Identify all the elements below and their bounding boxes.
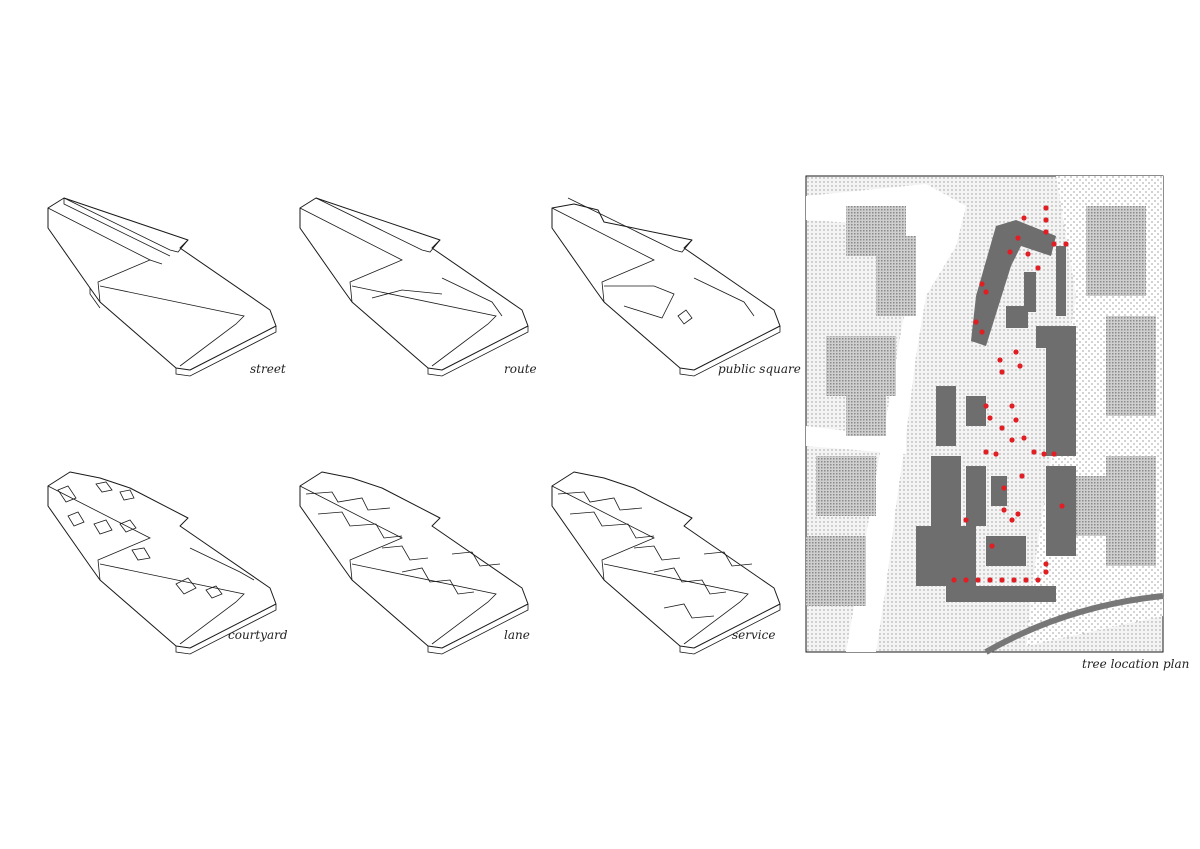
street-axonometric — [47, 197, 277, 377]
tree — [979, 329, 985, 335]
tree — [1043, 569, 1049, 575]
tree — [1041, 451, 1047, 457]
surrounding-buildings-west — [806, 206, 916, 606]
public-square-axonometric — [551, 197, 781, 377]
tree — [963, 577, 969, 583]
tree — [1001, 507, 1007, 513]
tree — [1025, 251, 1031, 257]
label-route: route — [504, 362, 537, 376]
tree-location-plan — [805, 175, 1164, 655]
tree — [1017, 363, 1023, 369]
lane-axonometric — [299, 471, 529, 655]
tree — [983, 403, 989, 409]
tree — [973, 319, 979, 325]
courtyard-axonometric — [47, 471, 277, 655]
tree — [975, 577, 981, 583]
tree — [983, 289, 989, 295]
tree — [1043, 205, 1049, 211]
tree — [987, 577, 993, 583]
tree — [1043, 217, 1049, 223]
tree — [979, 281, 985, 287]
tree — [1001, 485, 1007, 491]
tree — [1023, 577, 1029, 583]
tree — [1021, 435, 1027, 441]
tree — [987, 415, 993, 421]
tree — [1035, 265, 1041, 271]
tree — [999, 577, 1005, 583]
side-road — [806, 426, 906, 454]
tree — [1019, 473, 1025, 479]
tree — [1031, 449, 1037, 455]
tree-markers — [951, 205, 1069, 583]
tree — [1009, 437, 1015, 443]
tree — [993, 451, 999, 457]
tree — [1009, 517, 1015, 523]
tree — [1015, 511, 1021, 517]
route-axonometric — [299, 197, 529, 377]
tree — [1015, 235, 1021, 241]
tree — [1009, 403, 1015, 409]
tree — [1043, 229, 1049, 235]
tree — [1021, 215, 1027, 221]
label-street: street — [250, 362, 286, 376]
tree — [1051, 451, 1057, 457]
label-service: service — [732, 628, 776, 642]
tree — [1013, 417, 1019, 423]
tree — [1011, 577, 1017, 583]
tree — [951, 577, 957, 583]
tree — [999, 369, 1005, 375]
label-courtyard: courtyard — [228, 628, 288, 642]
tree — [1063, 241, 1069, 247]
railway-curve — [984, 593, 1164, 655]
label-public-square: public square — [718, 362, 801, 376]
service-axonometric — [551, 471, 781, 655]
tree — [983, 449, 989, 455]
main-road — [806, 184, 966, 652]
site-buildings — [916, 220, 1076, 602]
tree — [997, 357, 1003, 363]
tree — [999, 425, 1005, 431]
label-lane: lane — [504, 628, 530, 642]
tree — [1035, 577, 1041, 583]
tree — [1059, 503, 1065, 509]
tree — [963, 517, 969, 523]
tree — [989, 543, 995, 549]
tree — [1043, 561, 1049, 567]
tree — [1007, 249, 1013, 255]
tree — [1051, 241, 1057, 247]
label-tree-location-plan: tree location plan — [1082, 657, 1190, 671]
surrounding-buildings-east — [1076, 206, 1156, 566]
tree — [1013, 349, 1019, 355]
